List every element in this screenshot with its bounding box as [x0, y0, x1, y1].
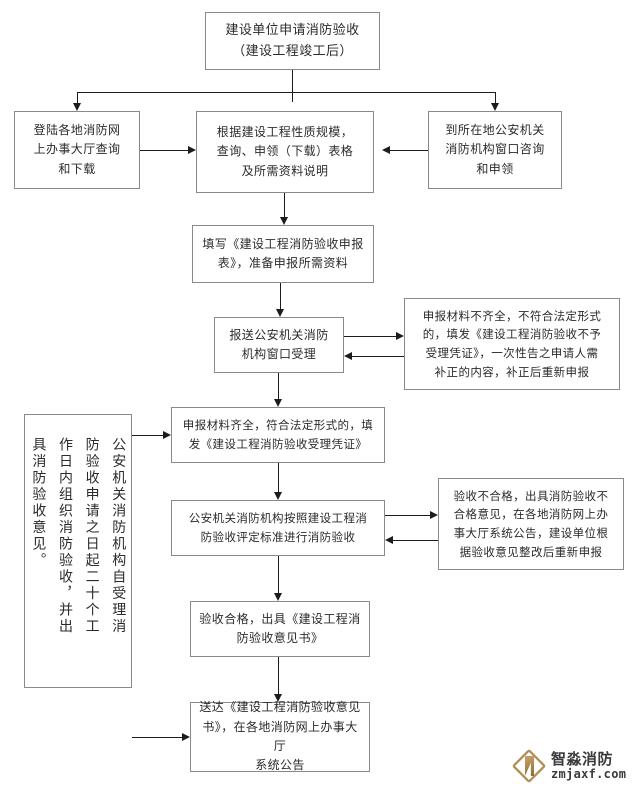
brand-logo-icon: [511, 748, 547, 784]
connector-window-to-forms: [390, 150, 428, 151]
node-pass-label: 验收合格，出具《建设工程消 防验收意见书》: [199, 611, 361, 645]
node-get-forms-label: 根据建设工程性质规模， 查询、申领（下载）表格 及所需资料说明: [216, 124, 354, 178]
watermark-text: 智淼消防 zmjaxf.com: [551, 749, 627, 781]
arrow-inspect-to-pass: [273, 593, 282, 601]
arrow-timelimit-to-deliver: [182, 732, 190, 741]
arrow-submit-to-accept: [273, 399, 282, 407]
connector-bus-to-online: [77, 92, 78, 103]
connector-fill-to-submit: [280, 283, 281, 309]
node-pass: 验收合格，出具《建设工程消 防验收意见书》: [190, 601, 370, 657]
node-time-limit: 公安机关消防机构自受理消防验收申请之日起二十个工作日内组织消防验收，并出具消防验…: [24, 414, 132, 688]
arrow-fail-to-inspect: [385, 535, 393, 544]
watermark: 智淼消防 zmjaxf.com: [511, 748, 627, 784]
node-inspect-label: 公安机关消防机构按照建设工程消 防验收评定标准进行消防验收: [188, 511, 368, 544]
node-get-forms: 根据建设工程性质规模， 查询、申领（下载）表格 及所需资料说明: [196, 111, 374, 193]
arrow-timelimit-to-accept: [163, 430, 171, 439]
node-window-query-label: 到所在地公安机关 消防机构窗口咨询 和申领: [445, 122, 545, 176]
node-submit-window: 报送公安机关消防 机构窗口受理: [214, 317, 344, 373]
brand-url: zmjaxf.com: [551, 766, 627, 781]
node-fill-form-label: 填写《建设工程消防验收申报 表》，准备申报所需资料: [202, 236, 364, 270]
node-reject-label: 申报材料不齐全，不符合法定形式 的，填发《建设工程消防验收不予 受理凭证》，一次…: [422, 308, 602, 379]
connector-online-to-forms: [140, 150, 188, 151]
arrow-pass-to-deliver: [273, 694, 282, 702]
connector-start-down: [292, 70, 293, 92]
brand-name-cn: 智淼消防: [551, 749, 614, 768]
arrow-window-to-forms: [382, 145, 390, 154]
node-accept: 申报材料齐全，符合法定形式的，填 发《建设工程消防验收受理凭证》: [171, 407, 385, 463]
node-reject: 申报材料不齐全，不符合法定形式 的，填发《建设工程消防验收不予 受理凭证》，一次…: [404, 298, 620, 390]
connector-inspect-to-pass: [278, 556, 279, 593]
arrow-to-online-query: [72, 103, 81, 111]
node-online-query-label: 登陆各地消防网 上办事大厅查询 和下载: [33, 122, 121, 176]
connector-split-bus: [77, 92, 495, 93]
node-deliver-label: 送达《建设工程消防验收意见 书》，在各地消防网上办事大厅 系统公告: [199, 700, 361, 773]
connector-timelimit-to-accept: [132, 435, 163, 436]
connector-pass-to-deliver: [278, 657, 279, 694]
arrow-accept-to-inspect: [273, 492, 282, 500]
connector-forms-to-fill: [284, 193, 285, 217]
arrow-forms-to-fill: [279, 217, 288, 225]
arrow-reject-to-submit: [344, 351, 352, 360]
connector-inspect-to-fail: [385, 515, 430, 516]
arrow-online-to-forms: [188, 145, 196, 154]
node-inspect: 公安机关消防机构按照建设工程消 防验收评定标准进行消防验收: [171, 500, 385, 556]
arrow-inspect-to-fail: [430, 510, 438, 519]
node-fill-form: 填写《建设工程消防验收申报 表》，准备申报所需资料: [192, 225, 374, 283]
connector-reject-to-submit: [352, 356, 404, 357]
connector-submit-to-reject: [344, 336, 396, 337]
connector-bus-to-window: [495, 92, 496, 103]
node-online-query: 登陆各地消防网 上办事大厅查询 和下载: [14, 111, 140, 189]
node-start-label: 建设单位申请消防验收 （建设工程竣工后）: [225, 22, 360, 59]
node-deliver: 送达《建设工程消防验收意见 书》，在各地消防网上办事大厅 系统公告: [190, 700, 370, 772]
node-accept-label: 申报材料齐全，符合法定形式的，填 发《建设工程消防验收受理凭证》: [182, 418, 374, 451]
node-submit-window-label: 报送公安机关消防 机构窗口受理: [229, 327, 329, 361]
node-fail: 验收不合格，出具消防验收不 合格意见，在各地消防网上办 事大厅系统公告，建设单位…: [438, 478, 624, 570]
arrow-submit-to-reject: [396, 331, 404, 340]
node-window-query: 到所在地公安机关 消防机构窗口咨询 和申领: [428, 111, 562, 189]
connector-fail-to-inspect: [393, 540, 438, 541]
arrow-to-window-query: [490, 103, 499, 111]
arrow-fill-to-submit: [275, 309, 284, 317]
connector-submit-to-accept: [278, 373, 279, 399]
node-start: 建设单位申请消防验收 （建设工程竣工后）: [205, 12, 380, 70]
node-fail-label: 验收不合格，出具消防验收不 合格意见，在各地消防网上办 事大厅系统公告，建设单位…: [453, 488, 609, 559]
connector-accept-to-inspect: [278, 463, 279, 492]
connector-timelimit-to-deliver: [132, 737, 182, 738]
node-time-limit-label: 公安机关消防机构自受理消防验收申请之日起二十个工作日内组织消防验收，并出具消防验…: [30, 437, 127, 635]
connector-bus-to-forms: [292, 92, 293, 102]
